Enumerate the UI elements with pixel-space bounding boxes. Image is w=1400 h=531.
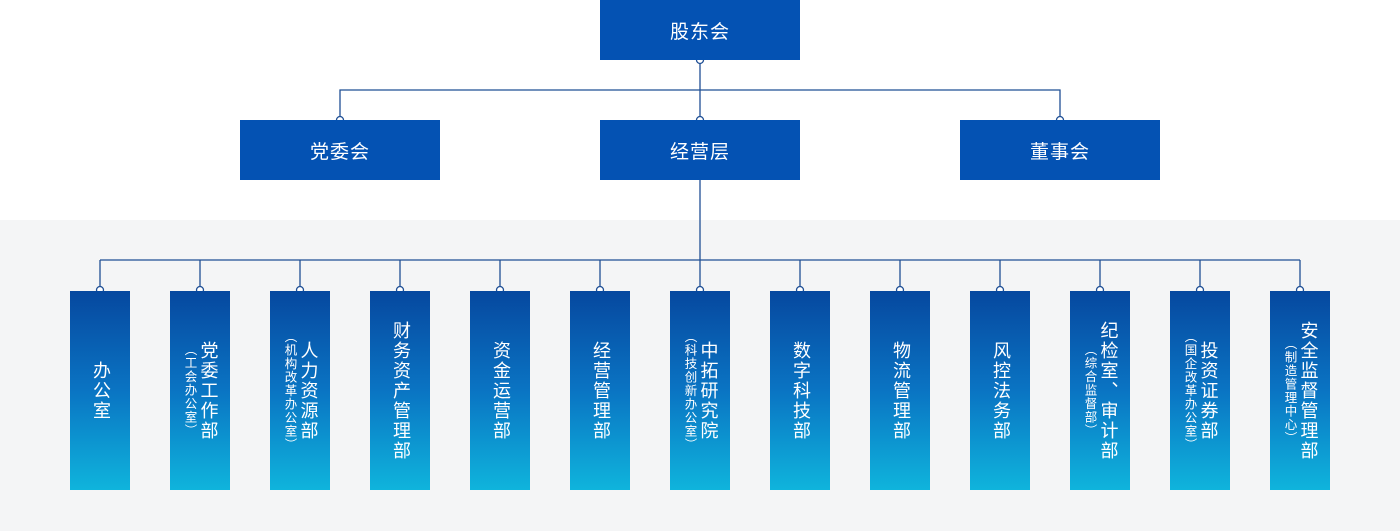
connector-level2-bar [339,89,1061,120]
department-box[interactable]: 纪检室、审计部（综合监督部） [1070,291,1130,490]
department-label: 安全监督管理部 [1297,320,1319,461]
department-label: 办公室 [90,360,111,421]
department-label: 中拓研究院 [697,340,719,441]
department-label: 党委工作部 [197,340,219,441]
department-label: 纪检室、审计部 [1097,320,1119,461]
department-label: 风控法务部 [990,340,1011,441]
department-box[interactable]: 财务资产管理部 [370,291,430,490]
department-sublabel: （工会办公室） [182,343,198,438]
node-label: 经营层 [669,140,730,163]
department-box[interactable]: 党委工作部（工会办公室） [170,291,230,490]
department-sublabel: （机构改革办公室） [282,329,298,452]
department-sublabel: （国企改革办公室） [1182,329,1198,452]
department-box[interactable]: 经营管理部 [570,291,630,490]
department-box[interactable]: 物流管理部 [870,291,930,490]
department-label: 经营管理部 [590,340,611,441]
department-box[interactable]: 人力资源部（机构改革办公室） [270,291,330,490]
department-label: 财务资产管理部 [390,320,411,461]
department-label: 物流管理部 [890,340,911,441]
department-box[interactable]: 风控法务部 [970,291,1030,490]
department-label: 数字科技部 [790,340,811,441]
department-box[interactable]: 投资证券部（国企改革办公室） [1170,291,1230,490]
department-box[interactable]: 中拓研究院（科技创新办公室） [670,291,730,490]
node-party-committee[interactable]: 党委会 [240,120,440,180]
department-label: 资金运营部 [490,340,511,441]
node-shareholders-meeting[interactable]: 股东会 [600,0,800,60]
department-sublabel: （综合监督部） [1082,343,1098,438]
department-sublabel: （制造管理中心） [1282,336,1298,445]
node-management[interactable]: 经营层 [600,120,800,180]
department-label: 投资证券部 [1197,340,1219,441]
department-box[interactable]: 资金运营部 [470,291,530,490]
department-box[interactable]: 办公室 [70,291,130,490]
department-box[interactable]: 数字科技部 [770,291,830,490]
department-box[interactable]: 安全监督管理部（制造管理中心） [1270,291,1330,490]
department-sublabel: （科技创新办公室） [682,329,698,452]
node-board-of-directors[interactable]: 董事会 [960,120,1160,180]
node-label: 党委会 [309,140,370,163]
department-label: 人力资源部 [297,340,319,441]
node-label: 股东会 [669,20,730,43]
node-label: 董事会 [1029,140,1090,163]
